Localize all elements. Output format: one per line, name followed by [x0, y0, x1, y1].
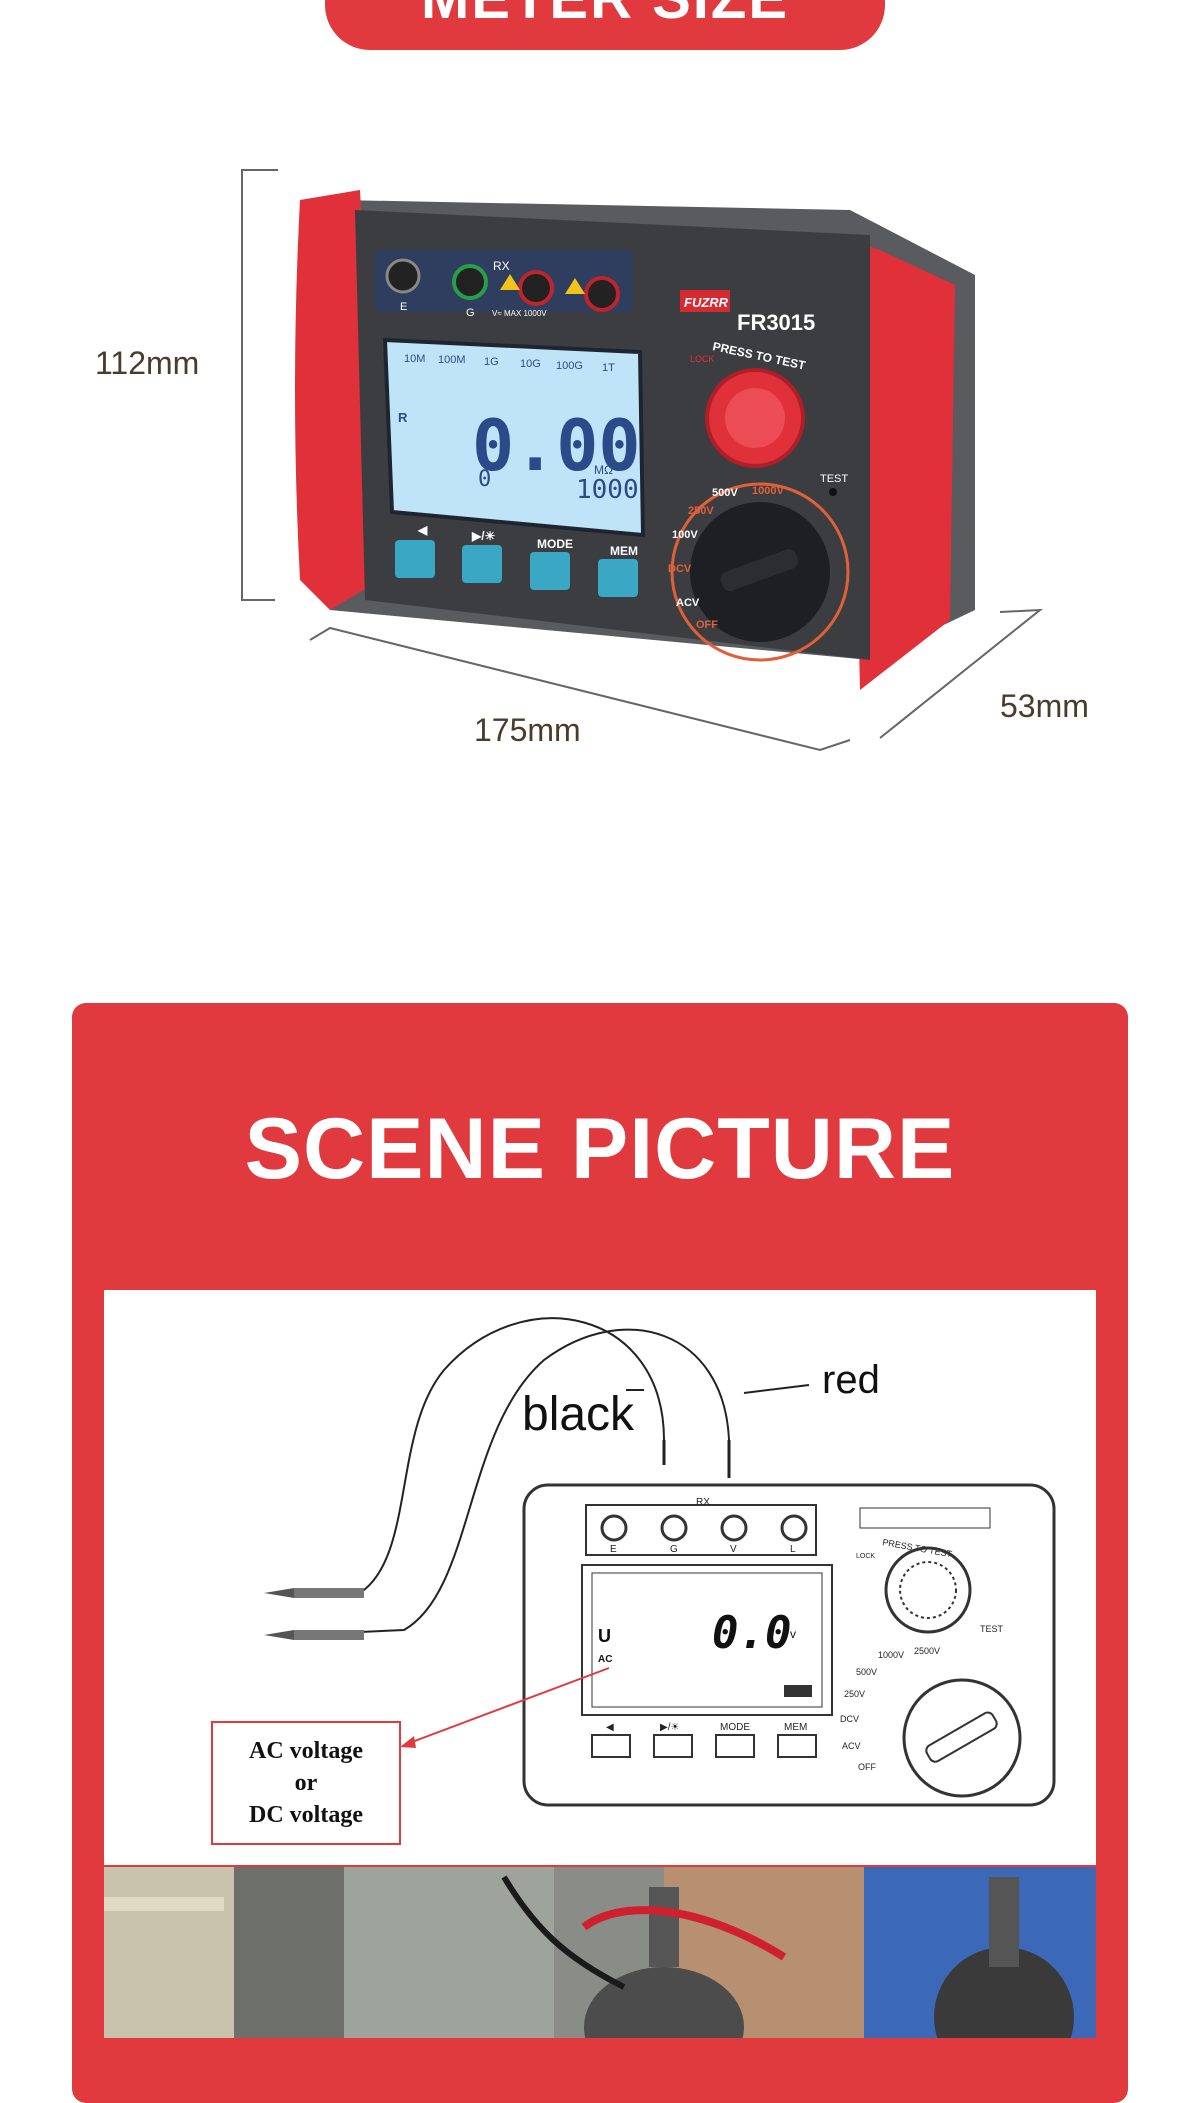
- key-left[interactable]: [395, 540, 435, 578]
- lcd-scale-5: 1T: [602, 362, 615, 374]
- width-label: 175mm: [474, 712, 581, 748]
- diagram-dial: [902, 1678, 1022, 1798]
- diagram-rx: RX: [696, 1497, 710, 1508]
- dial-ring: [670, 482, 850, 662]
- height-label: 112mm: [95, 345, 200, 381]
- lcd-sub: 0: [478, 467, 491, 492]
- diagram-dial-1000v: 1000V: [878, 1650, 904, 1660]
- diagram-lock: LOCK: [856, 1553, 875, 1560]
- diagram-brand-plate: [859, 1507, 991, 1529]
- callout-box: [211, 1721, 401, 1845]
- dimension-lines: [241, 169, 1044, 752]
- dial-off: OFF: [696, 619, 718, 631]
- dial-dcv: DCV: [668, 563, 692, 575]
- key-label-play: ▶/☀: [471, 529, 495, 543]
- diagram-drawing: black red RX E G V L 0.0 v U AC ◀ ▶/☀: [211, 1317, 1056, 1845]
- lock-label: LOCK: [690, 354, 715, 364]
- callout-line-3: DC voltage: [249, 1802, 363, 1828]
- key-label-mode: MODE: [537, 537, 573, 551]
- lcd-r: R: [398, 410, 408, 425]
- lcd-scale-2: 1G: [484, 356, 499, 368]
- test-knob-center: [725, 388, 785, 448]
- e-label: E: [400, 301, 407, 313]
- lcd-scale-0: 10M: [404, 353, 425, 365]
- diagram-btn-2: MODE: [720, 1722, 750, 1733]
- lcd-voltage: 1000: [576, 475, 639, 505]
- diagram-jack-v: V: [730, 1544, 737, 1555]
- right-bumper: [850, 240, 955, 690]
- lcd-reading: 0.00: [472, 405, 641, 487]
- diagram-lcd: [591, 1572, 823, 1708]
- probe-2: [294, 1630, 364, 1640]
- keypad: [395, 540, 638, 597]
- black-label: black: [522, 1388, 635, 1441]
- key-play[interactable]: [462, 545, 502, 583]
- meter-illustration: RX E G V≈ MAX 1000V FUZRR FR3015 10M 100…: [241, 169, 1044, 752]
- key-label-mem: MEM: [610, 544, 638, 558]
- diagram-btn-0: ◀: [606, 1722, 614, 1733]
- callout-line-1: AC voltage: [249, 1738, 363, 1764]
- test-label: TEST: [820, 473, 848, 485]
- rx-label: RX: [493, 259, 510, 273]
- diagram-dial-off: OFF: [858, 1762, 876, 1772]
- meter-size-banner: METER SIZE: [325, 0, 885, 50]
- probe-tip-2: [264, 1630, 294, 1640]
- jacks: [385, 258, 620, 312]
- red-label: red: [822, 1358, 880, 1402]
- diagram-btn-3: MEM: [784, 1722, 807, 1733]
- lcd-scale-4: 100G: [556, 360, 583, 372]
- key-mode[interactable]: [530, 552, 570, 590]
- banner-title: METER SIZE: [421, 0, 789, 31]
- model-text: FR3015: [737, 310, 815, 335]
- diagram-ac: AC: [598, 1654, 612, 1665]
- scene-title: SCENE PICTURE: [244, 1101, 956, 1197]
- connection-diagram: black red RX E G V L 0.0 v U AC ◀ ▶/☀: [104, 1290, 1096, 1865]
- callout-line: [403, 1667, 610, 1746]
- diagram-test-knob: [884, 1546, 972, 1634]
- brand-text: FUZRR: [684, 295, 729, 310]
- dial-500v: 500V: [712, 487, 738, 499]
- diagram-u: U: [598, 1626, 611, 1646]
- max-label: V≈ MAX 1000V: [492, 309, 547, 318]
- probe-1: [294, 1588, 364, 1598]
- lcd-scale-1: 100M: [438, 354, 466, 366]
- diagram-lcd-frame: [581, 1564, 833, 1716]
- probe-tip-1: [264, 1588, 294, 1598]
- key-mem[interactable]: [598, 559, 638, 597]
- diagram-dial-dcv: DCV: [840, 1714, 859, 1724]
- lcd-screen: [382, 337, 646, 538]
- lcd-unit: MΩ: [594, 463, 613, 477]
- diagram-btn-1: ▶/☀: [660, 1722, 679, 1733]
- diagram-dial-acv: ACV: [842, 1741, 861, 1751]
- red-pointer: [743, 1384, 810, 1394]
- dial-250v: 250V: [688, 505, 714, 517]
- callout-line-2: or: [295, 1770, 318, 1796]
- diagram-dial-250v: 250V: [844, 1689, 865, 1699]
- lcd-scale-3: 10G: [520, 358, 541, 370]
- diagram-battery: [784, 1685, 812, 1697]
- diagram-reading: 0.0: [712, 1608, 791, 1659]
- diagram-dial-2500v: 2500V: [914, 1646, 940, 1656]
- diagram-test: TEST: [980, 1624, 1004, 1634]
- diagram-jack-l: L: [790, 1544, 796, 1555]
- key-label-left: ◀: [417, 523, 428, 537]
- diagram-jack-e: E: [610, 1544, 617, 1555]
- photo-drawing: [104, 1867, 1096, 2038]
- diagram-jack-g: G: [670, 1544, 678, 1555]
- test-led: [829, 488, 837, 496]
- diagram-dial-500v: 500V: [856, 1667, 877, 1677]
- dial-acv: ACV: [676, 597, 700, 609]
- diagram-jack-strip: [585, 1504, 817, 1556]
- dial-100v: 100V: [672, 529, 698, 541]
- brand-plate: [680, 290, 730, 312]
- dial-1000v: 1000V: [752, 485, 784, 497]
- jack-strip: [375, 250, 633, 312]
- depth-label: 53mm: [1000, 688, 1089, 724]
- black-lead: [293, 1317, 665, 1594]
- red-lead: [293, 1328, 730, 1636]
- scene-photo: [104, 1867, 1096, 2038]
- diagram-unit: v: [790, 1627, 796, 1641]
- g-label: G: [466, 307, 475, 319]
- dial-pointer: [720, 549, 799, 591]
